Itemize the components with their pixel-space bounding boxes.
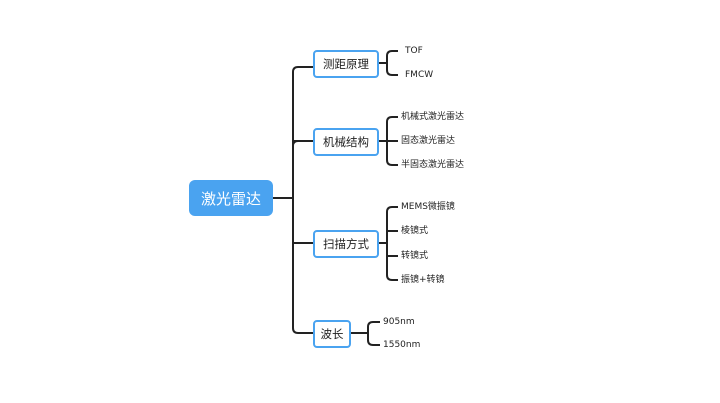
leaf-rotating-mirror[interactable]: 转镜式 [401, 251, 429, 261]
leaf-solid-state-lidar[interactable]: 固态激光雷达 [401, 136, 456, 146]
leaf-1550nm[interactable]: 1550nm [383, 340, 421, 350]
branch-node-scanning[interactable]: 扫描方式 [313, 230, 379, 258]
leaf-mems-mirror[interactable]: MEMS微振镜 [401, 202, 455, 212]
branch3-leaf-connector [379, 206, 398, 281]
branch-connector-2 [292, 140, 313, 147]
branch-node-wavelength[interactable]: 波长 [313, 320, 351, 348]
leaf-semi-solid-lidar[interactable]: 半固态激光雷达 [401, 160, 465, 170]
leaf-tof[interactable]: TOF [405, 46, 423, 56]
leaf-mechanical-lidar[interactable]: 机械式激光雷达 [401, 112, 465, 122]
branch-node-ranging[interactable]: 测距原理 [313, 50, 379, 78]
leaf-905nm[interactable]: 905nm [383, 317, 415, 327]
branch1-leaf-connector [379, 50, 398, 76]
leaf-prism[interactable]: 棱镜式 [401, 226, 429, 236]
root-node[interactable]: 激光雷达 [189, 180, 273, 216]
leaf-galvo-rotating[interactable]: 振镜+转镜 [401, 275, 445, 285]
branch2-leaf-connector [379, 116, 398, 166]
leaf-fmcw[interactable]: FMCW [405, 70, 434, 80]
branch-node-mechanical[interactable]: 机械结构 [313, 128, 379, 156]
branch4-leaf-connector [350, 321, 380, 346]
main-spine [292, 66, 299, 334]
